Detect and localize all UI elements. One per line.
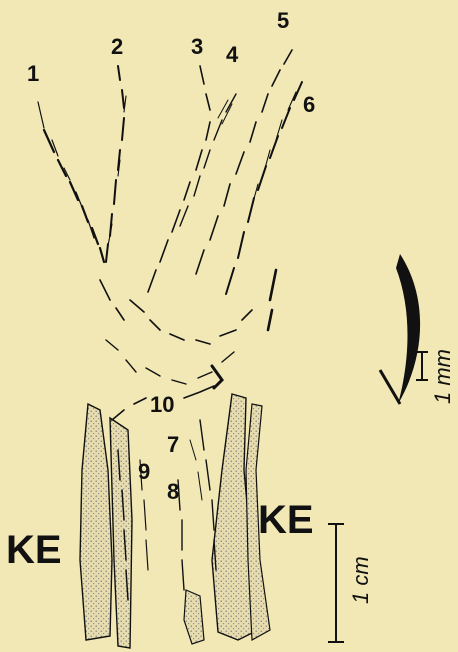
ray-label-6: 6 bbox=[303, 94, 315, 116]
scale-bar-small bbox=[416, 352, 428, 380]
ray-label-5: 5 bbox=[277, 10, 289, 32]
ray-label-7: 7 bbox=[167, 434, 179, 456]
ray-label-10: 10 bbox=[150, 394, 174, 416]
scale-label-large: 1 cm bbox=[348, 556, 374, 604]
scale-label-small: 1 mm bbox=[430, 349, 456, 404]
ray-label-9: 9 bbox=[138, 461, 150, 483]
ray-label-2: 2 bbox=[111, 36, 123, 58]
curved-spine bbox=[396, 254, 420, 404]
ray-label-4: 4 bbox=[226, 44, 238, 66]
ke-label-right: KE bbox=[258, 500, 314, 540]
scale-bar-large bbox=[328, 524, 344, 642]
ke-left-inner bbox=[110, 418, 132, 648]
ke-label-left: KE bbox=[6, 530, 62, 570]
ray-label-8: 8 bbox=[167, 481, 179, 503]
ray-label-3: 3 bbox=[191, 36, 203, 58]
ke-left-outer bbox=[80, 404, 112, 640]
ray-label-1: 1 bbox=[27, 63, 39, 85]
ke-center-small bbox=[184, 590, 204, 644]
